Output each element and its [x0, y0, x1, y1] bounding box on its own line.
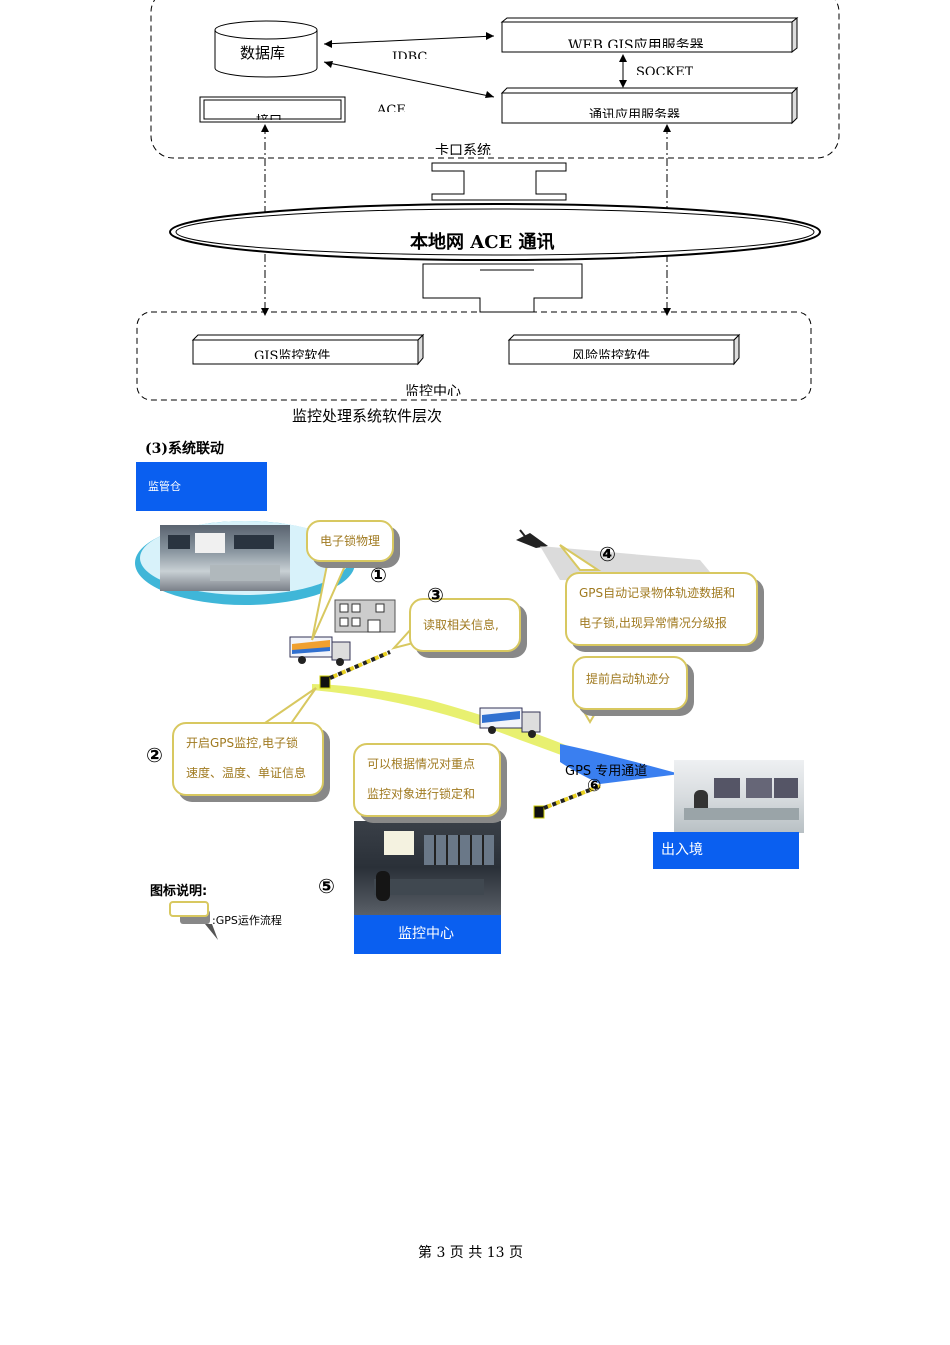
- step-2-marker: ②: [146, 743, 163, 767]
- callout-lockdown-line2: 监控对象进行锁定和: [367, 787, 476, 801]
- channel-label: GPS 专用通道: [565, 764, 648, 779]
- callout-start-line2: 速度、温度、单证信息: [186, 766, 307, 780]
- callout-lockdown-line1: 可以根据情况对重点: [367, 757, 476, 771]
- callout-gps-line2: 电子锁,出现异常情况分级报: [579, 616, 727, 630]
- callout-start-gps: 开启GPS监控,电子锁 速度、温度、单证信息: [172, 722, 324, 796]
- legend-title: 图标说明:: [150, 884, 208, 899]
- database-label: 数据库: [240, 44, 286, 62]
- webgis-server-label: WEB GIS应用服务器: [568, 38, 704, 48]
- callout-gps-line1: GPS自动记录物体轨迹数据和: [579, 586, 736, 600]
- step-6-marker: ⑥: [587, 776, 602, 796]
- callout-gps-record: GPS自动记录物体轨迹数据和 电子锁,出现异常情况分级报: [565, 572, 758, 646]
- monitor-center-banner: 监控中心: [354, 915, 501, 954]
- callout-track-analysis: 提前启动轨迹分: [572, 656, 688, 710]
- warehouse-label: 监管仓: [136, 462, 267, 511]
- jdbc-label: JDBC: [392, 50, 428, 59]
- legend-item: :GPS运作流程: [212, 914, 282, 927]
- architecture-diagram: [136, 0, 840, 401]
- warehouse-control-room-photo: [160, 525, 290, 591]
- ace-label: ACE: [377, 103, 406, 112]
- callout-start-line1: 开启GPS监控,电子锁: [186, 736, 298, 750]
- comm-server-label: 通讯应用服务器: [589, 108, 681, 118]
- section-heading: (3)系统联动: [145, 441, 224, 457]
- callout-read-info: 读取相关信息,: [409, 598, 521, 652]
- interface-label: 接口: [256, 114, 282, 120]
- risk-monitor-label: 风险监控软件: [572, 349, 651, 359]
- monitor-center-label: 监控中心: [405, 384, 461, 396]
- page-footer: 第 3 页 共 13 页: [418, 1245, 523, 1261]
- diagram-caption: 监控处理系统软件层次: [292, 407, 443, 425]
- border-label: 出入境: [653, 832, 799, 869]
- step-3-marker: ③: [427, 583, 444, 607]
- network-label: 本地网 ACE 通讯: [410, 232, 555, 253]
- border-control-photo: [674, 760, 804, 833]
- step-5-marker: ⑤: [318, 874, 335, 898]
- callout-lockdown: 可以根据情况对重点 监控对象进行锁定和: [353, 743, 501, 817]
- subsystem-label: 卡口系统: [435, 143, 491, 155]
- step-1-marker: ①: [370, 563, 387, 587]
- step-4-marker: ④: [599, 542, 616, 566]
- callout-lock-physical: 电子锁物理: [306, 520, 395, 562]
- gis-monitor-label: GIS监控软件: [254, 349, 331, 359]
- socket-label: SOCKET: [636, 65, 694, 75]
- monitor-center-photo: [354, 821, 501, 915]
